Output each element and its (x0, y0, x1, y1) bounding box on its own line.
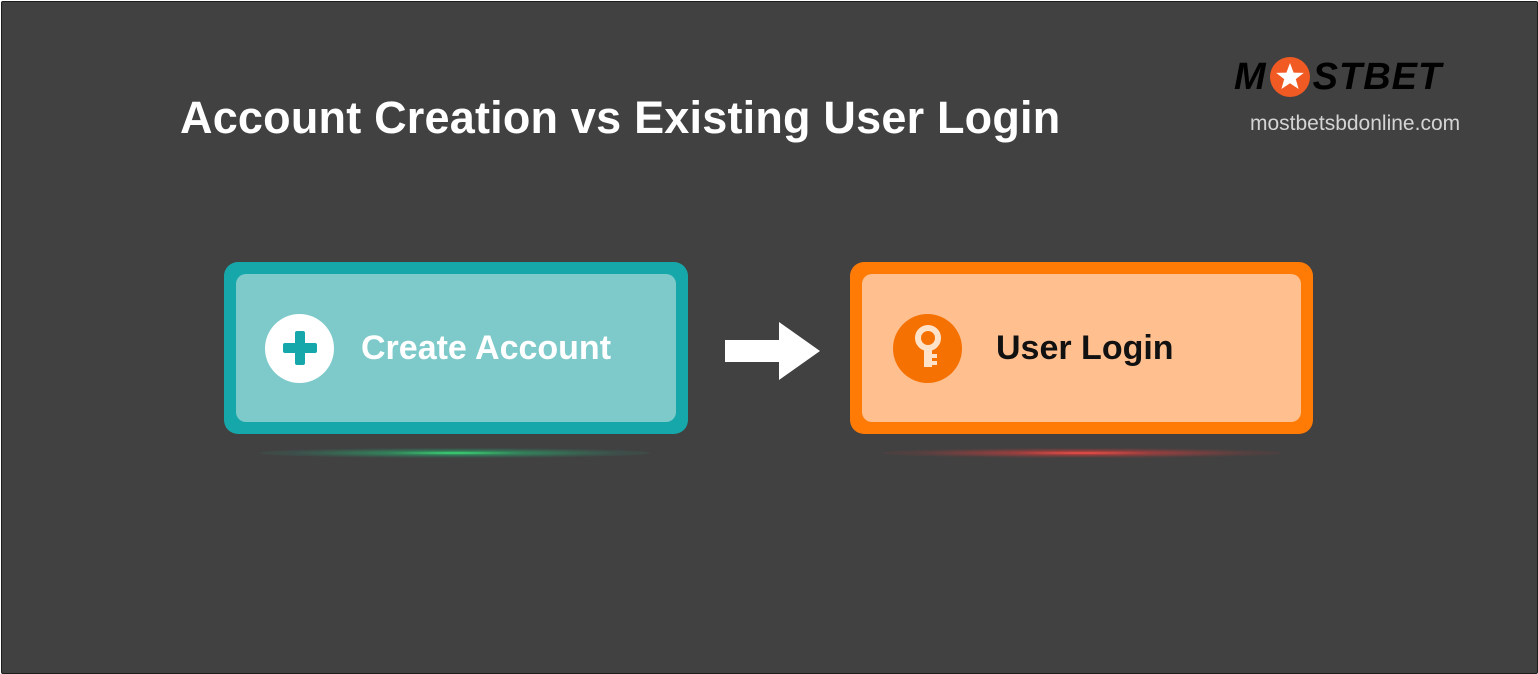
user-login-label: User Login (996, 328, 1174, 367)
create-account-glow (260, 448, 650, 458)
user-login-card: User Login (850, 262, 1313, 434)
brand-logo-text-end: STBET (1312, 55, 1443, 98)
star-icon (1269, 56, 1311, 98)
right-arrow-icon (725, 322, 820, 380)
create-account-label: Create Account (361, 328, 612, 367)
brand-url: mostbetsbdonline.com (1250, 112, 1461, 135)
key-icon (893, 313, 962, 383)
plus-icon (265, 313, 334, 383)
user-login-card-body: User Login (862, 274, 1301, 422)
page-title: Account Creation vs Existing User Login (180, 92, 1061, 143)
brand-logo-text-start: M (1234, 55, 1267, 98)
brand-logo: M STBET (1234, 54, 1442, 100)
create-account-card: Create Account (224, 262, 688, 434)
create-account-card-body: Create Account (236, 274, 676, 422)
user-login-glow (882, 448, 1282, 458)
